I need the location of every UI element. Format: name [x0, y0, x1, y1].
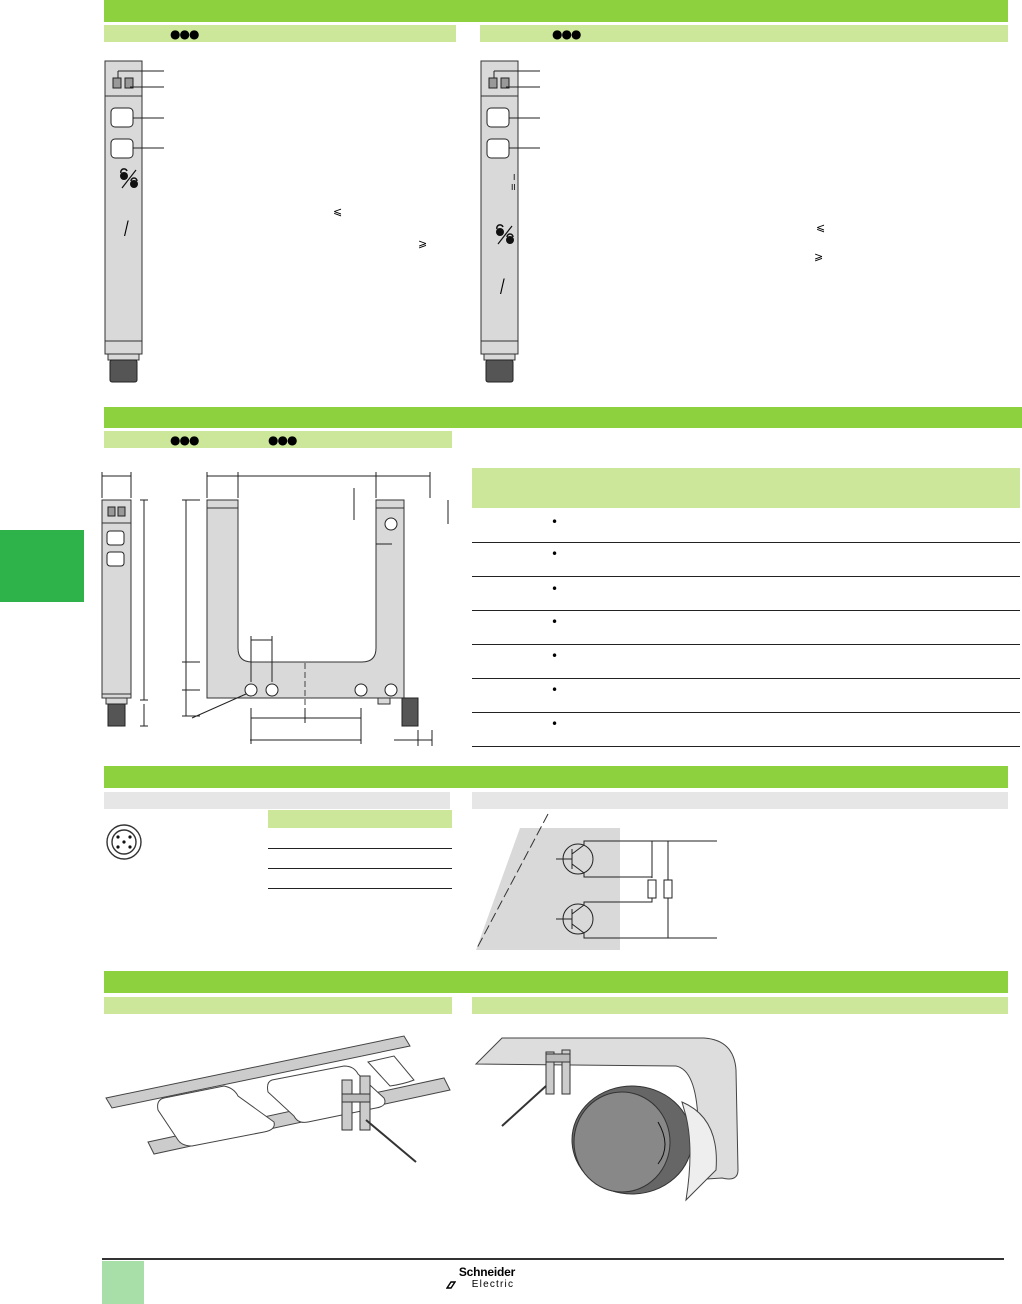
section-bar-connections	[104, 766, 1008, 788]
spec-bullet-6: •	[551, 683, 559, 697]
pinout-row-divider-1	[268, 848, 452, 849]
application-roller-illustration	[472, 1030, 752, 1205]
spec-table-header	[472, 468, 1020, 508]
less-equal-symbol-2: ⩽	[816, 221, 826, 234]
connector-pinout-icon	[104, 822, 144, 862]
spec-row-divider-5	[472, 678, 1020, 679]
pipe-double-mark: II	[511, 183, 516, 192]
dots-dim-b: ●●●	[268, 433, 297, 447]
lock-unlock-icon-2	[494, 224, 518, 246]
spec-row-divider-4	[472, 644, 1020, 645]
sensor-front-view-1	[104, 60, 174, 385]
spec-bullet-3: •	[551, 582, 559, 596]
sensor-front-view-2	[480, 60, 550, 385]
subheader-application-left	[104, 997, 452, 1014]
brand-name: Schneider	[458, 1265, 516, 1279]
section-bar-dimensions	[104, 407, 1022, 428]
greater-equal-symbol-1: ⩾	[418, 237, 428, 250]
section-bar-applications	[104, 971, 1008, 993]
spec-bullet-5: •	[551, 649, 559, 663]
spec-bullet-4: •	[551, 615, 559, 629]
spec-row-divider-6	[472, 712, 1020, 713]
section-bar-front-views	[104, 0, 1008, 22]
subheader-right	[480, 25, 1008, 42]
slash-mark-2: /	[500, 276, 505, 298]
application-ladder-illustration	[104, 1030, 454, 1170]
dimension-drawing	[100, 468, 450, 748]
brand-sub-text: Electric	[471, 1279, 515, 1290]
brand-sub: Electric	[442, 1279, 532, 1290]
side-tab	[0, 530, 84, 602]
spec-row-divider-3	[472, 610, 1020, 611]
pipe-single-mark: I	[513, 173, 516, 182]
spec-bullet-2: •	[551, 547, 559, 561]
wiring-diagram	[472, 812, 732, 957]
footer-tab	[102, 1261, 144, 1304]
pinout-table-header	[268, 810, 452, 828]
pinout-row-divider-3	[268, 888, 452, 889]
spec-row-divider-2	[472, 576, 1020, 577]
greater-equal-symbol-2: ⩾	[814, 250, 824, 263]
lock-unlock-icon	[118, 168, 142, 190]
subheader-dimensions	[104, 431, 452, 448]
less-equal-symbol-1: ⩽	[333, 205, 343, 218]
subheader-connector	[104, 792, 450, 809]
pinout-row-divider-2	[268, 868, 452, 869]
slash-mark-1: /	[124, 218, 129, 240]
spec-bullet-7: •	[551, 717, 559, 731]
spec-row-divider-7	[472, 746, 1020, 747]
footer-rule	[102, 1258, 1004, 1260]
spec-bullet-1: •	[551, 515, 559, 529]
dots-left: ●●●	[170, 27, 199, 41]
subheader-wiring	[472, 792, 1008, 809]
subheader-left	[104, 25, 456, 42]
brand-mark-icon	[446, 1281, 456, 1289]
spec-row-divider-1	[472, 542, 1020, 543]
brand-logo: Schneider Electric	[442, 1266, 532, 1290]
dots-dim-a: ●●●	[170, 433, 199, 447]
dots-right: ●●●	[552, 27, 581, 41]
subheader-application-right	[472, 997, 1008, 1014]
